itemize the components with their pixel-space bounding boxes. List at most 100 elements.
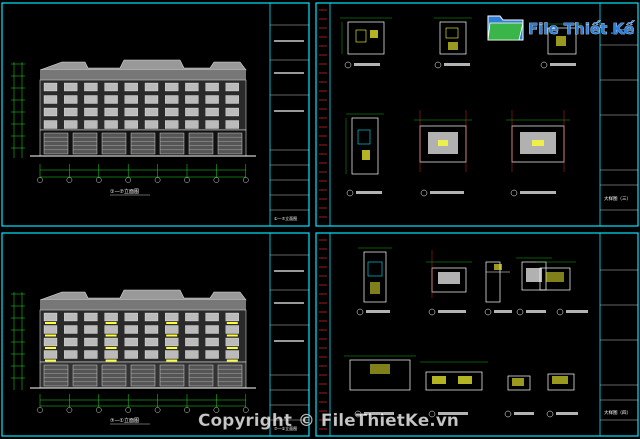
window xyxy=(104,107,118,117)
axis-bubble xyxy=(66,407,73,413)
logo-text: File Thiết Kế xyxy=(528,19,635,38)
window xyxy=(165,107,179,117)
balcony-rail xyxy=(45,359,56,362)
window xyxy=(124,325,138,334)
detail-1 xyxy=(340,17,392,69)
window xyxy=(104,325,118,334)
shop-door xyxy=(217,364,243,387)
window xyxy=(185,82,199,92)
window xyxy=(43,325,58,334)
window xyxy=(124,312,138,322)
window xyxy=(124,337,138,347)
window xyxy=(104,312,118,322)
logo-suffix: .vn xyxy=(610,27,626,37)
detail-5 xyxy=(414,110,472,197)
axis-bubble xyxy=(154,177,161,183)
building-elevation-bottom xyxy=(30,289,256,389)
shop-door xyxy=(217,132,243,155)
window xyxy=(43,350,58,359)
sheet-bottom-right: 大样图（四） xyxy=(315,232,639,437)
window xyxy=(124,95,138,104)
axis-bubble xyxy=(37,177,43,183)
balcony-rail xyxy=(226,334,238,337)
axis-bubble xyxy=(184,407,190,413)
sheet-top-left: ①—⑦立面图 ①—⑦立面图 xyxy=(1,2,310,227)
sheet-bottom-left: ⑦—①立面图 ⑦—①立面图 xyxy=(1,232,310,437)
axis-bubble xyxy=(125,407,131,413)
window xyxy=(84,107,98,117)
shop-door xyxy=(72,132,98,155)
axis-bubble xyxy=(154,407,161,413)
window xyxy=(104,120,118,129)
window xyxy=(64,312,78,322)
window xyxy=(43,82,58,92)
window xyxy=(144,337,159,347)
window xyxy=(144,350,159,359)
shop-door xyxy=(43,364,69,387)
window xyxy=(185,95,199,104)
window xyxy=(165,82,179,92)
balcony-rail xyxy=(226,359,238,362)
window xyxy=(144,120,159,129)
detail-11 xyxy=(536,261,588,316)
shop-door xyxy=(72,364,98,387)
window xyxy=(84,120,98,129)
balcony-rail xyxy=(166,322,178,324)
axis-bubble xyxy=(242,177,249,183)
site-logo[interactable]: File Thiết Kế .vn xyxy=(487,15,635,41)
detail-3 xyxy=(540,23,582,69)
axis-bubble xyxy=(213,177,220,183)
window xyxy=(43,312,58,322)
balcony-rail xyxy=(45,322,56,324)
window xyxy=(165,120,179,129)
window xyxy=(165,337,179,347)
window xyxy=(124,82,138,92)
shop-door xyxy=(188,132,214,155)
window xyxy=(165,312,179,322)
title-block-name: ①—⑦立面图 xyxy=(274,215,297,221)
window xyxy=(185,337,199,347)
detail-13 xyxy=(420,361,488,418)
window xyxy=(104,337,118,347)
shop-door xyxy=(101,364,127,387)
window xyxy=(185,325,199,334)
axis-bubble xyxy=(37,407,43,413)
window xyxy=(64,325,78,334)
window xyxy=(225,325,239,334)
detail-7 xyxy=(356,247,392,316)
folder-icon xyxy=(487,15,524,41)
window xyxy=(205,312,219,322)
window xyxy=(84,337,98,347)
window xyxy=(104,82,118,92)
window xyxy=(84,95,98,104)
axis-bubble xyxy=(125,177,131,183)
window xyxy=(84,350,98,359)
window xyxy=(225,95,239,104)
window xyxy=(225,107,239,117)
window xyxy=(64,107,78,117)
shop-door xyxy=(159,132,185,155)
window xyxy=(205,107,219,117)
shop-door xyxy=(130,132,156,155)
detail-15 xyxy=(546,373,578,418)
window xyxy=(144,312,159,322)
window xyxy=(144,95,159,104)
detail-12 xyxy=(344,355,416,418)
window xyxy=(43,107,58,117)
shop-door xyxy=(130,364,156,387)
balcony-rail xyxy=(45,347,56,349)
axis-bubble xyxy=(96,177,102,183)
shop-door xyxy=(188,364,214,387)
window xyxy=(165,325,179,334)
title-block-name: 大样图（三） xyxy=(604,195,631,202)
shop-door xyxy=(159,364,185,387)
window xyxy=(205,95,219,104)
detail-9 xyxy=(484,261,512,316)
detail-2 xyxy=(434,17,472,69)
window xyxy=(225,337,239,347)
axis-bubble xyxy=(66,177,73,183)
window xyxy=(124,120,138,129)
window xyxy=(225,350,239,359)
detail-14 xyxy=(504,375,534,418)
